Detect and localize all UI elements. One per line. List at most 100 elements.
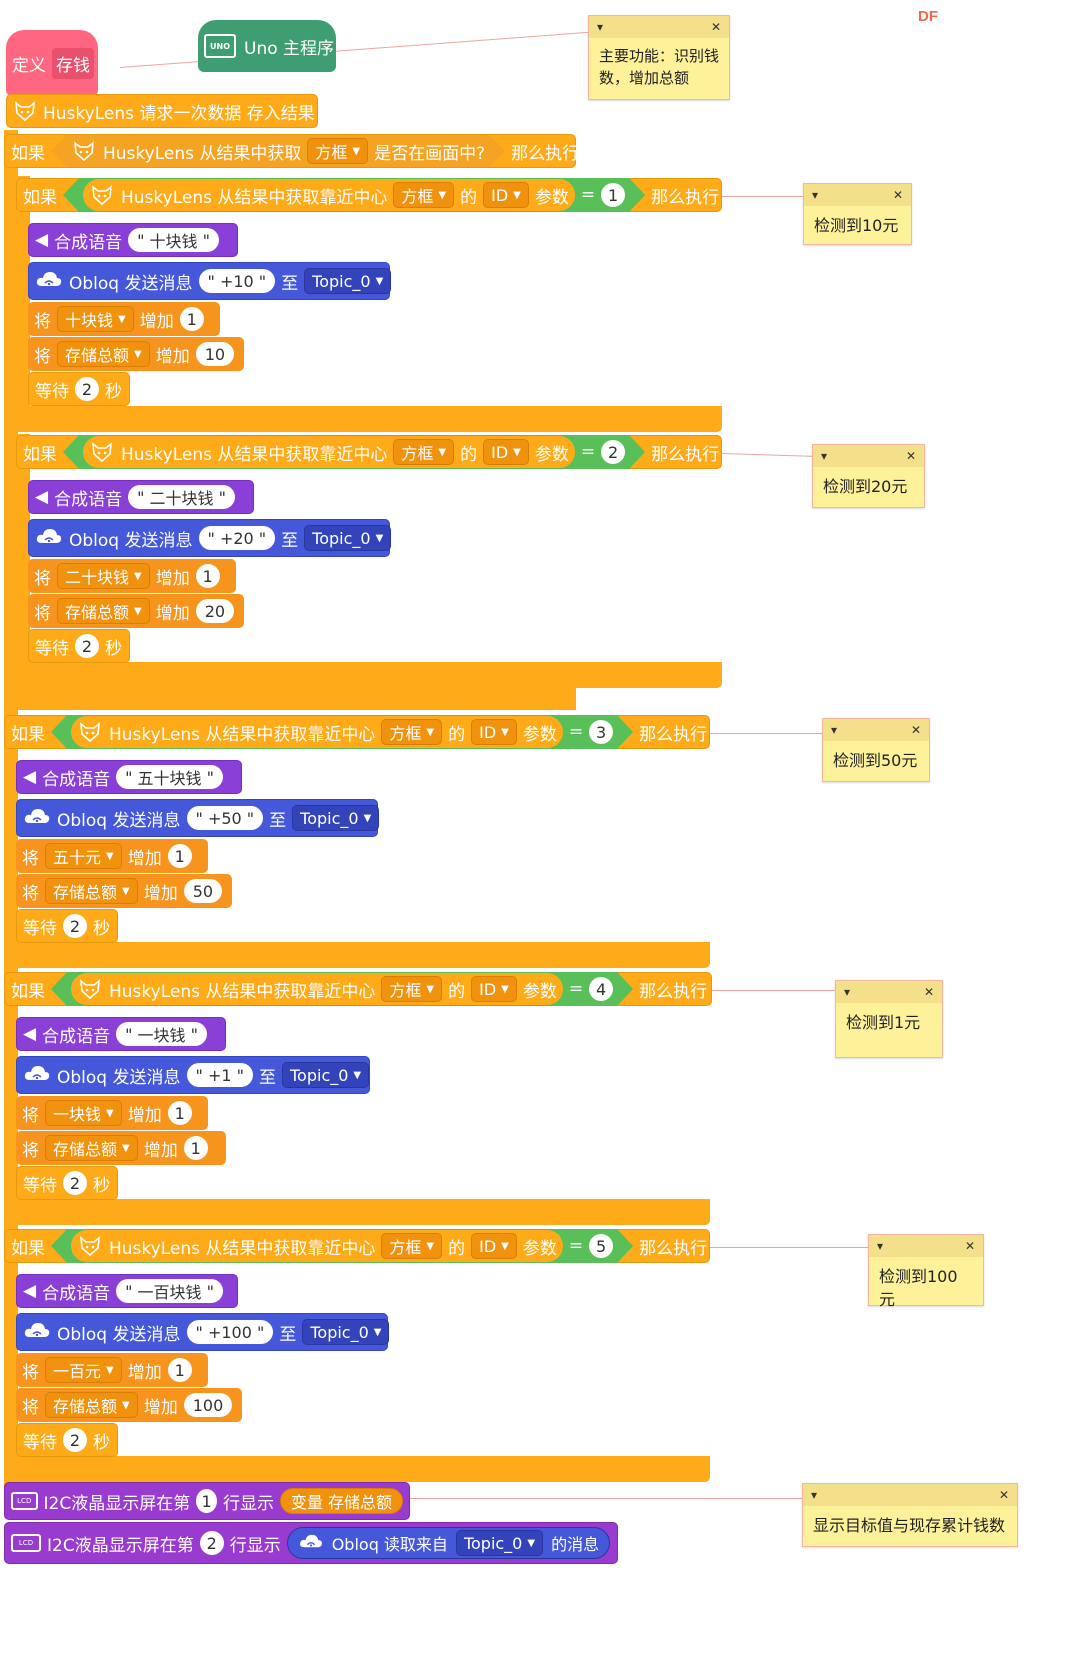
speech-text-input[interactable]: " 一块钱 " (116, 1022, 207, 1046)
object-dropdown[interactable]: 方框▼ (381, 719, 442, 745)
object-dropdown[interactable]: 方框▼ (393, 439, 454, 465)
total-variable-dropdown[interactable]: 存储总额▼ (57, 341, 150, 367)
collapse-icon[interactable]: ▾ (812, 188, 819, 202)
param-dropdown[interactable]: ID▼ (483, 439, 529, 465)
speech-block[interactable]: ◀︎ 合成语音 " 一百块钱 " (16, 1274, 238, 1308)
id-value-input[interactable]: 3 (589, 720, 613, 744)
collapse-icon[interactable]: ▾ (844, 985, 851, 999)
variable-dropdown[interactable]: 二十块钱▼ (57, 563, 150, 589)
obloq-send-block[interactable]: Obloq 发送消息 " +50 " 至 Topic_0▼ (16, 799, 380, 837)
comment-note-main[interactable]: ▾✕ 主要功能：识别钱数，增加总额 (588, 15, 730, 100)
change-total-block[interactable]: 将 存储总额▼ 增加 10 (28, 337, 244, 371)
close-icon[interactable]: ✕ (998, 1488, 1009, 1502)
collapse-icon[interactable]: ▾ (597, 20, 604, 34)
change-total-block[interactable]: 将 存储总额▼ 增加 1 (16, 1131, 226, 1165)
speech-text-input[interactable]: " 十块钱 " (128, 228, 219, 252)
total-variable-dropdown[interactable]: 存储总额▼ (57, 598, 150, 624)
wait-seconds-input[interactable]: 2 (63, 914, 87, 938)
change-var-block[interactable]: 将 一块钱▼ 增加 1 (16, 1096, 208, 1130)
if-group-4[interactable]: 如果 HuskyLens 从结果中获取靠近中心 方框▼ 的 ID▼ 参数 = 4… (4, 972, 712, 1006)
wait-seconds-input[interactable]: 2 (75, 634, 99, 658)
topic-dropdown[interactable]: Topic_0▼ (455, 1530, 544, 1556)
collapse-icon[interactable]: ▾ (877, 1239, 884, 1253)
param-dropdown[interactable]: ID▼ (471, 976, 517, 1002)
close-icon[interactable]: ✕ (910, 723, 921, 737)
object-dropdown[interactable]: 方框▼ (393, 182, 454, 208)
comment-note-50[interactable]: ▾✕ 检测到50元 (822, 718, 930, 782)
param-dropdown[interactable]: ID▼ (471, 1233, 517, 1259)
param-dropdown[interactable]: ID▼ (483, 182, 529, 208)
speech-text-input[interactable]: " 一百块钱 " (116, 1279, 223, 1303)
message-input[interactable]: " +100 " (186, 1320, 274, 1344)
topic-dropdown[interactable]: Topic_0▼ (292, 805, 380, 831)
lcd-row-input[interactable]: 1 (196, 1489, 217, 1513)
wait-block[interactable]: 等待 2 秒 (28, 372, 130, 406)
obloq-read-reporter[interactable]: Obloq 读取来自 Topic_0▼ 的消息 (286, 1527, 611, 1559)
variable-dropdown[interactable]: 五十元▼ (45, 843, 122, 869)
wait-block[interactable]: 等待 2 秒 (16, 1166, 118, 1200)
comment-note-lcd[interactable]: ▾✕ 显示目标值与现存累计钱数 (802, 1483, 1018, 1547)
comment-note-20[interactable]: ▾✕ 检测到20元 (812, 444, 925, 508)
topic-dropdown[interactable]: Topic_0▼ (304, 525, 392, 551)
lcd-row-input[interactable]: 2 (199, 1531, 224, 1555)
comment-note-10[interactable]: ▾✕ 检测到10元 (803, 183, 912, 245)
define-block[interactable]: 定义 存钱 (6, 30, 98, 96)
condition-reporter[interactable]: HuskyLens 从结果中获取靠近中心 方框▼ 的 ID▼ 参数 (71, 973, 563, 1005)
message-input[interactable]: " +10 " (198, 269, 276, 293)
change-total-block[interactable]: 将 存储总额▼ 增加 20 (28, 594, 244, 628)
husky-request-block[interactable]: HuskyLens 请求一次数据 存入结果 (6, 94, 318, 128)
change-total-block[interactable]: 将 存储总额▼ 增加 50 (16, 874, 232, 908)
uno-main-block[interactable]: UNO Uno 主程序 (198, 20, 336, 72)
obloq-send-block[interactable]: Obloq 发送消息 " +1 " 至 Topic_0▼ (16, 1056, 370, 1094)
change-var-block[interactable]: 将 二十块钱▼ 增加 1 (28, 559, 236, 593)
close-icon[interactable]: ✕ (964, 1239, 975, 1253)
variable-reporter[interactable]: 变量存储总额 (279, 1488, 403, 1514)
total-increment-input[interactable]: 1 (183, 1136, 208, 1160)
id-value-input[interactable]: 4 (589, 977, 613, 1001)
topic-dropdown[interactable]: Topic_0▼ (304, 268, 392, 294)
id-value-input[interactable]: 1 (601, 183, 625, 207)
param-dropdown[interactable]: ID▼ (471, 719, 517, 745)
outer-condition[interactable]: HuskyLens 从结果中获取 方框▼ 是否在画面中? (51, 135, 505, 167)
wait-seconds-input[interactable]: 2 (63, 1428, 87, 1452)
condition-reporter[interactable]: HuskyLens 从结果中获取靠近中心 方框▼ 的 ID▼ 参数 (83, 436, 575, 468)
condition-group-1[interactable]: HuskyLens 从结果中获取靠近中心 方框▼ 的 ID▼ 参数 = 1 (63, 178, 645, 212)
change-var-block[interactable]: 将 十块钱▼ 增加 1 (28, 302, 220, 336)
speech-text-input[interactable]: " 二十块钱 " (128, 485, 235, 509)
change-var-block[interactable]: 将 五十元▼ 增加 1 (16, 839, 208, 873)
increment-input[interactable]: 1 (167, 1101, 192, 1125)
total-variable-dropdown[interactable]: 存储总额▼ (45, 1135, 138, 1161)
close-icon[interactable]: ✕ (892, 188, 903, 202)
total-increment-input[interactable]: 10 (195, 342, 235, 366)
if-group-5[interactable]: 如果 HuskyLens 从结果中获取靠近中心 方框▼ 的 ID▼ 参数 = 5… (4, 1229, 710, 1263)
condition-reporter[interactable]: HuskyLens 从结果中获取靠近中心 方框▼ 的 ID▼ 参数 (71, 1230, 563, 1262)
obloq-send-block[interactable]: Obloq 发送消息 " +20 " 至 Topic_0▼ (28, 519, 392, 557)
id-value-input[interactable]: 2 (601, 440, 625, 464)
if-group-3[interactable]: 如果 HuskyLens 从结果中获取靠近中心 方框▼ 的 ID▼ 参数 = 3… (4, 715, 710, 749)
condition-group-3[interactable]: HuskyLens 从结果中获取靠近中心 方框▼ 的 ID▼ 参数 = 3 (51, 715, 633, 749)
variable-dropdown[interactable]: 一块钱▼ (45, 1100, 122, 1126)
collapse-icon[interactable]: ▾ (811, 1488, 818, 1502)
object-dropdown[interactable]: 方框▼ (381, 1233, 442, 1259)
change-var-block[interactable]: 将 一百元▼ 增加 1 (16, 1353, 208, 1387)
change-total-block[interactable]: 将 存储总额▼ 增加 100 (16, 1388, 242, 1422)
total-variable-dropdown[interactable]: 存储总额▼ (45, 1392, 138, 1418)
condition-group-5[interactable]: HuskyLens 从结果中获取靠近中心 方框▼ 的 ID▼ 参数 = 5 (51, 1229, 633, 1263)
collapse-icon[interactable]: ▾ (821, 449, 828, 463)
topic-dropdown[interactable]: Topic_0▼ (302, 1319, 390, 1345)
increment-input[interactable]: 1 (167, 844, 192, 868)
outer-condition-dropdown[interactable]: 方框▼ (307, 138, 368, 164)
obloq-send-block[interactable]: Obloq 发送消息 " +10 " 至 Topic_0▼ (28, 262, 392, 300)
speech-block[interactable]: ◀︎ 合成语音 " 一块钱 " (16, 1017, 226, 1051)
condition-group-2[interactable]: HuskyLens 从结果中获取靠近中心 方框▼ 的 ID▼ 参数 = 2 (63, 435, 645, 469)
total-increment-input[interactable]: 100 (183, 1393, 233, 1417)
id-value-input[interactable]: 5 (589, 1234, 613, 1258)
message-input[interactable]: " +20 " (198, 526, 276, 550)
lcd-display-row-2[interactable]: LCD I2C液晶显示屏在第 2 行显示 Obloq 读取来自 Topic_0▼… (4, 1522, 618, 1564)
speech-block[interactable]: ◀︎ 合成语音 " 五十块钱 " (16, 760, 242, 794)
comment-note-100[interactable]: ▾✕ 检测到100元 (868, 1234, 984, 1309)
condition-group-4[interactable]: HuskyLens 从结果中获取靠近中心 方框▼ 的 ID▼ 参数 = 4 (51, 972, 633, 1006)
define-name[interactable]: 存钱 (52, 47, 94, 79)
speech-text-input[interactable]: " 五十块钱 " (116, 765, 223, 789)
comment-note-1[interactable]: ▾✕ 检测到1元 (835, 980, 943, 1058)
